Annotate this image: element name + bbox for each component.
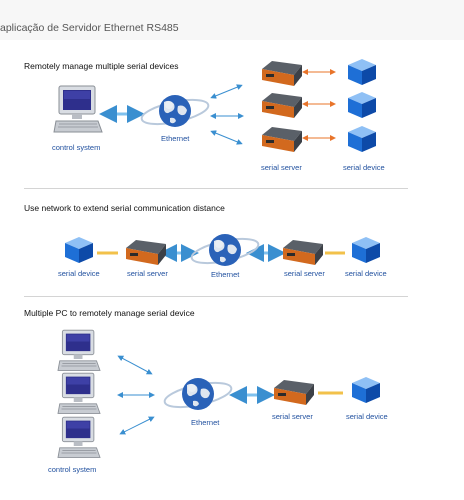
serial-device-icon [350,377,382,403]
serial-device-icon [346,59,378,85]
computer-icon [57,372,101,417]
page-title: aplicação de Servidor Ethernet RS485 [0,22,179,34]
serial-device-icon [350,237,382,263]
serial-device-icon [346,92,378,118]
computer-icon [57,329,101,374]
serial-server-icon [260,125,302,152]
network-link [210,130,243,145]
computer-icon [57,416,101,461]
computer-icon [53,85,103,136]
serial-server-icon [260,59,302,86]
serial-server-icon [272,378,314,405]
section-divider [24,296,408,297]
ethernet-label: Ethernet [191,418,220,427]
title-bar: aplicação de Servidor Ethernet RS485 [0,0,464,40]
section1-heading: Remotely manage multiple serial devices [24,61,179,71]
serial-device-label: serial device [345,269,387,278]
network-link [119,416,155,435]
ethernet-label: Ethernet [161,134,190,143]
serial-device-label: serial device [346,412,388,421]
control-system-label: control system [48,465,97,474]
serial-server-icon [281,238,323,265]
serial-server-label: serial server [261,163,302,172]
serial-server-icon [260,91,302,118]
section-divider [24,188,408,189]
serial-server-icon [124,238,166,265]
serial-server-label: serial server [127,269,168,278]
network-link [117,355,153,375]
control-system-label: control system [52,143,101,152]
globe-icon [140,92,210,132]
serial-server-label: serial server [284,269,325,278]
globe-icon [160,375,236,415]
serial-device-label: serial device [343,163,385,172]
globe-icon [190,231,260,271]
serial-server-label: serial server [272,412,313,421]
serial-device-icon [346,126,378,152]
section2-heading: Use network to extend serial communicati… [24,203,225,213]
section3-heading: Multiple PC to remotely manage serial de… [24,308,195,318]
serial-device-label: serial device [58,269,100,278]
ethernet-label: Ethernet [211,270,240,279]
network-link [210,84,243,99]
serial-device-icon [63,237,95,263]
